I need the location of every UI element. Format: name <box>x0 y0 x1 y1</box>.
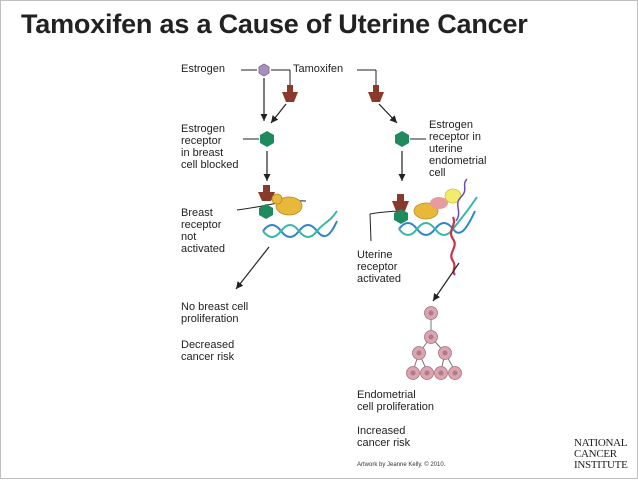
arrow <box>432 262 460 302</box>
breast-not-activated-label: Breast receptor not activated <box>181 207 226 255</box>
proliferating-cells <box>406 306 462 380</box>
arrow <box>235 246 270 290</box>
tamoxifen-label: Tamoxifen <box>293 63 344 75</box>
slide-title: Tamoxifen as a Cause of Uterine Cancer <box>21 9 528 39</box>
arrow <box>270 103 287 124</box>
decreased-risk-label: Decreased cancer risk <box>181 339 235 363</box>
breast-receptor-blocked-label: Estrogen receptor in breast cell blocked <box>181 123 239 171</box>
artwork-credit: Artwork by Jeanne Kelly. © 2010. <box>357 462 446 468</box>
tamoxifen-molecule-icon <box>368 85 384 102</box>
nci-logo: NATIONAL CANCER INSTITUTE <box>574 437 628 471</box>
breast-receptor-icon <box>260 131 274 147</box>
uterine-receptor-complex <box>369 178 468 242</box>
breast-receptor-complex <box>236 185 307 219</box>
estrogen-molecule-icon <box>258 63 270 77</box>
arrow <box>378 103 398 124</box>
uterine-receptor-icon <box>395 131 409 147</box>
tamoxifen-molecule-icon <box>282 85 298 102</box>
uterine-receptor-label: Estrogen receptor in uterine endometrial… <box>429 119 487 179</box>
endometrial-proliferation-label: Endometrial cell proliferation <box>357 389 435 413</box>
estrogen-label: Estrogen <box>181 63 226 75</box>
increased-risk-label: Increased cancer risk <box>357 425 411 449</box>
rna-strand-icon <box>449 216 456 276</box>
breast-dna-icon <box>262 210 338 238</box>
no-proliferation-label: No breast cell proliferation <box>181 301 249 325</box>
uterine-dna-icon <box>398 196 478 236</box>
uterine-activated-label: Uterine receptor activated <box>357 249 402 285</box>
